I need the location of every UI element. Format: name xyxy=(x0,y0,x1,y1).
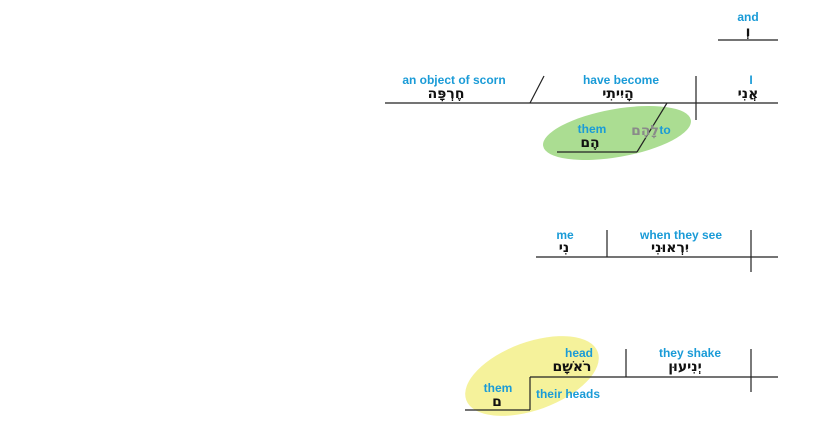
conj-hebrew: וְ xyxy=(746,24,751,40)
prep-object-hebrew: הֶם xyxy=(580,135,599,151)
clause3-verb-gloss: they shake xyxy=(659,346,721,360)
subject-gloss: I xyxy=(749,73,752,87)
complement-gloss: an object of scorn xyxy=(402,73,505,87)
clause3-verb-hebrew: יְנִיעוּן xyxy=(668,359,702,375)
clause3-object-gloss: head xyxy=(565,346,593,360)
prep-gloss: to xyxy=(659,123,670,137)
prep-slant xyxy=(636,102,668,153)
subject-hebrew: אֲנִי xyxy=(738,86,759,102)
clause2-verb-hebrew: יִרְאוּנִי xyxy=(651,240,689,256)
verb-gloss: have become xyxy=(583,73,659,87)
verb-hebrew: הָיִיתִי xyxy=(602,86,634,102)
complement-hebrew: חֶרְפָּה xyxy=(428,86,465,102)
prep-object-gloss: them xyxy=(578,122,607,136)
possessor-gloss: them xyxy=(484,381,513,395)
clause2-object-hebrew: נִי xyxy=(559,240,569,256)
green-highlight xyxy=(543,106,691,160)
complement-slant xyxy=(529,75,545,104)
yellow-highlight xyxy=(465,336,599,416)
prep-hebrew: לָהֶם xyxy=(631,123,659,139)
conj-gloss: and xyxy=(737,10,758,24)
clause2-object-gloss: me xyxy=(556,228,574,242)
clause3-object-hebrew: רֹאשָׁם xyxy=(553,359,592,375)
clause2-verb-gloss: when they see xyxy=(639,228,722,242)
possessor-hebrew: ם xyxy=(492,394,502,410)
clause3-object-phrase-gloss: their heads xyxy=(536,387,600,401)
